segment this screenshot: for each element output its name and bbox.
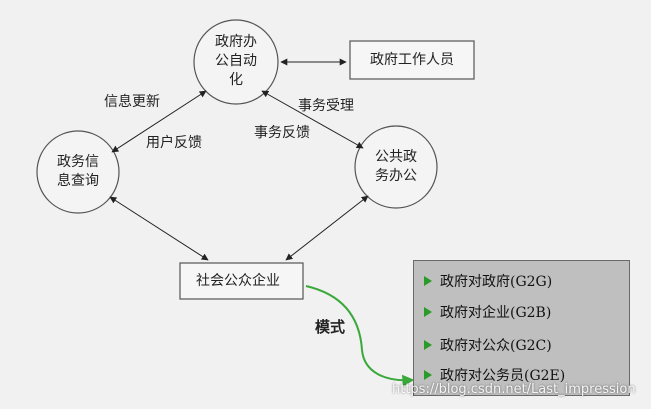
node-office-automation-circle <box>193 19 279 105</box>
node-office-automation-label: 政府办 公自动 化 <box>215 34 257 88</box>
node-public-enterprise-box <box>179 262 304 300</box>
bullet-triangle-icon <box>424 370 432 380</box>
mode-item-label: 政府对公务员(G2E) <box>440 368 566 384</box>
bullet-triangle-icon <box>424 307 432 317</box>
mode-panel: 政府对政府(G2G) 政府对企业(G2B) 政府对公众(G2C) 政府对公务员(… <box>413 260 630 396</box>
edge-label-affair-feedback: 事务反馈 <box>254 125 310 141</box>
mode-item-g2g: 政府对政府(G2G) <box>424 271 552 291</box>
node-gov-staff-label: 政府工作人员 <box>370 52 454 68</box>
edge-label-user-feedback: 用户反馈 <box>146 135 202 151</box>
edge-office-public-service <box>261 90 364 149</box>
node-info-query-label: 政务信 息查询 <box>57 154 99 189</box>
node-public-service-circle <box>354 125 438 209</box>
mode-item-label: 政府对企业(G2B) <box>440 305 552 321</box>
node-public-enterprise-label: 社会公众企业 <box>196 273 280 289</box>
mode-item-label: 政府对公众(G2C) <box>440 338 552 354</box>
mode-curve-arrow <box>305 285 415 387</box>
mode-item-g2b: 政府对企业(G2B) <box>424 302 551 322</box>
node-gov-staff-box <box>349 40 475 80</box>
bullet-triangle-icon <box>424 340 432 350</box>
mode-item-label: 政府对政府(G2G) <box>440 274 553 290</box>
mode-item-g2c: 政府对公众(G2C) <box>424 335 552 355</box>
edge-label-affair-accept: 事务受理 <box>298 98 354 114</box>
edge-office-info-query <box>111 90 207 153</box>
edge-public-service-enterprise <box>285 195 369 261</box>
bullet-triangle-icon <box>424 276 432 286</box>
edge-label-info-update: 信息更新 <box>104 94 160 110</box>
mode-item-g2e: 政府对公务员(G2E) <box>424 365 565 385</box>
mode-label: 模式 <box>315 318 346 336</box>
watermark: https://blog.csdn.net/Last_impression <box>392 382 636 397</box>
node-info-query-circle <box>36 130 120 214</box>
edge-info-query-enterprise <box>109 196 209 261</box>
node-public-service-label: 公共政 务办公 <box>375 149 417 184</box>
